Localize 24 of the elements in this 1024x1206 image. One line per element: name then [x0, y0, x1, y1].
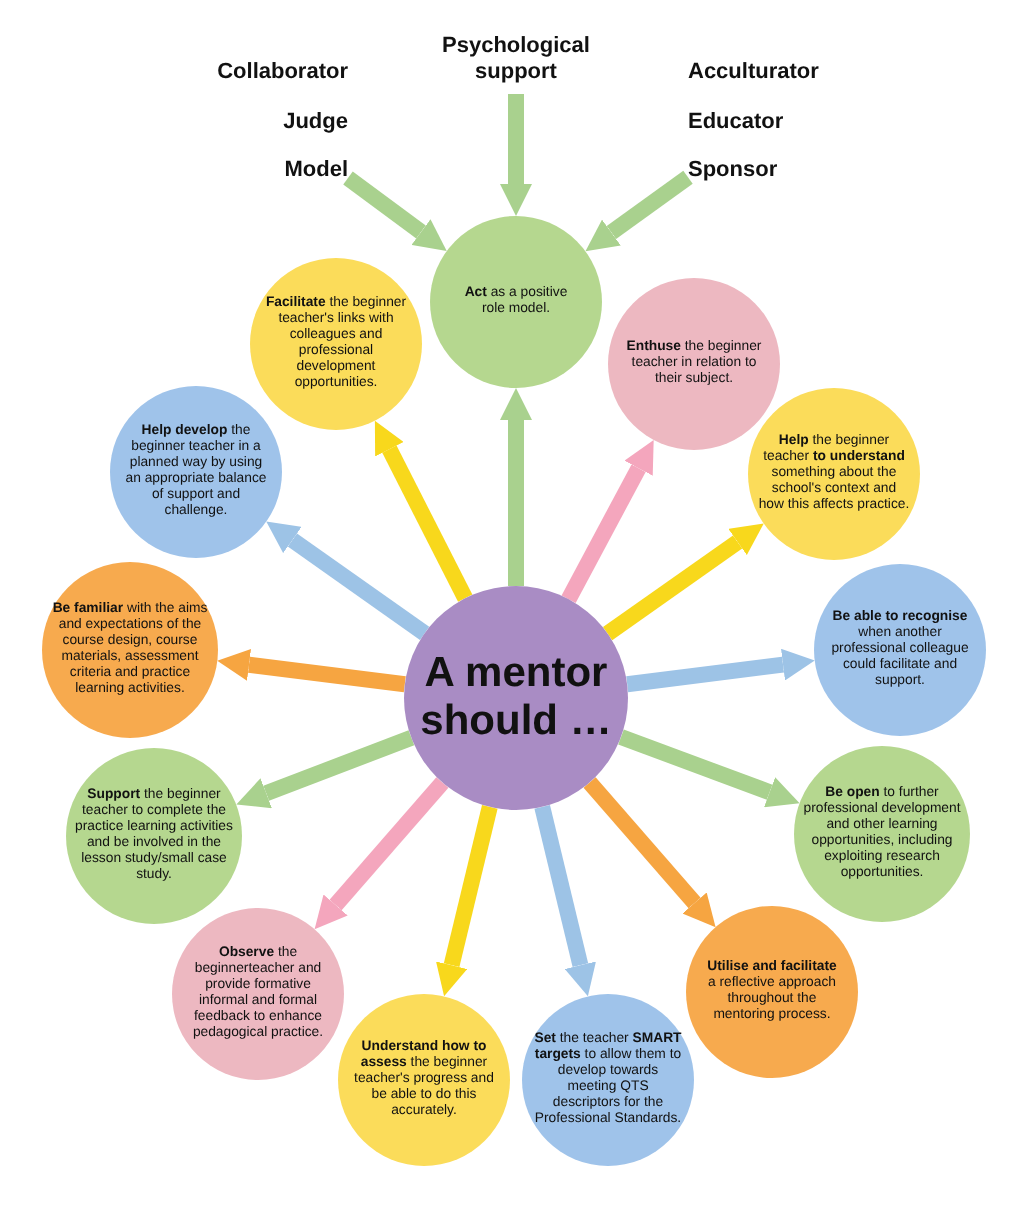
arrow [585, 170, 693, 252]
arrow [236, 730, 415, 809]
arrow [343, 171, 447, 252]
arrow [314, 777, 449, 930]
arrow [436, 804, 498, 997]
role-label: Judge [283, 109, 348, 135]
role-label: Model [284, 158, 348, 184]
arrow [603, 523, 764, 641]
arrow [583, 777, 716, 928]
arrow [534, 804, 596, 997]
arrow [217, 648, 406, 693]
arrow [500, 94, 532, 216]
role-label: Sponsor [688, 158, 778, 184]
heading-text: A mentor should … [420, 649, 612, 747]
role-label: Acculturator [688, 60, 819, 86]
arrow [626, 648, 815, 693]
role-label: Collaborator [217, 60, 348, 86]
arrow [266, 521, 430, 640]
arrow [561, 440, 654, 603]
role-label: Psychological support [440, 34, 592, 85]
arrow [618, 729, 800, 808]
arrow [374, 420, 473, 602]
arrow [500, 388, 532, 586]
role-label: Educator [688, 109, 784, 135]
